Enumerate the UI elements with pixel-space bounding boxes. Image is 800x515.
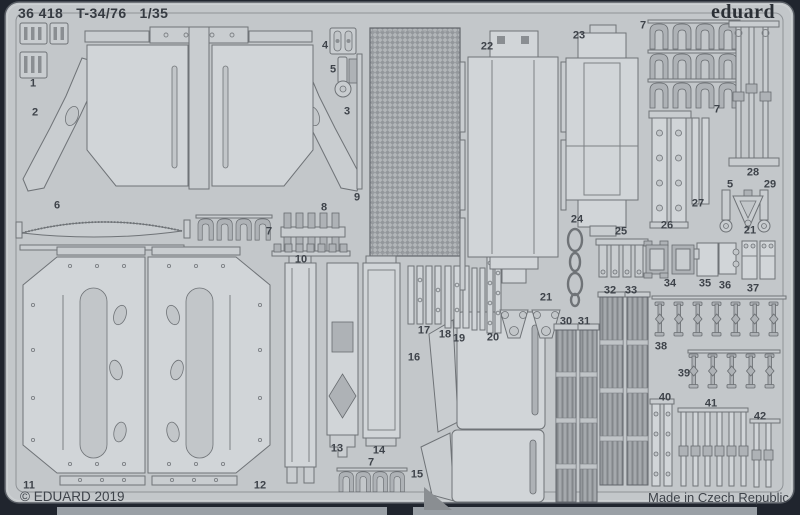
part-1-clamps [19, 22, 69, 79]
bottom-bars [57, 507, 757, 515]
part-24-chain [566, 227, 584, 308]
top-fender-plates [84, 26, 314, 190]
part-label-38: 38 [654, 340, 668, 353]
part-25-comb [595, 238, 649, 278]
eduard-logo: eduard [711, 1, 776, 23]
part-label-29: 29 [763, 178, 777, 191]
part-4-pin-plate [329, 27, 357, 55]
part-label-33: 33 [624, 284, 638, 297]
part-label-3: 3 [343, 105, 351, 118]
part-label-7: 7 [639, 19, 647, 32]
part-label-14: 14 [372, 444, 386, 457]
part-label-4: 4 [321, 39, 329, 52]
part-7-clamp-row-left [195, 214, 273, 241]
part-label-30: 30 [559, 315, 573, 328]
part-label-21: 21 [743, 224, 757, 237]
part-label-8: 8 [320, 201, 328, 214]
copyright-text: © EDUARD 2019 [20, 489, 125, 504]
part-label-40: 40 [658, 391, 672, 404]
part-label-26: 26 [660, 219, 674, 232]
part-label-5: 5 [329, 63, 337, 76]
part-9-mesh [356, 27, 461, 257]
part-label-13: 13 [330, 442, 344, 455]
part-label-22: 22 [480, 40, 494, 53]
parts-5-29-21-hooks [719, 189, 771, 233]
part-label-12: 12 [253, 479, 267, 492]
part-label-24: 24 [570, 213, 584, 226]
part-label-37: 37 [746, 282, 760, 295]
part-label-32: 32 [603, 284, 617, 297]
part-label-10: 10 [294, 253, 308, 266]
part-label-15: 15 [410, 468, 424, 481]
part-label-17: 17 [417, 324, 431, 337]
part-42-row [749, 418, 781, 488]
parts-13-14-strips [284, 255, 401, 484]
part-12-plate [147, 246, 271, 486]
part-label-2: 2 [31, 106, 39, 119]
part-label-20: 20 [486, 331, 500, 344]
part-22-plate [459, 30, 567, 291]
part-41-row [677, 407, 749, 487]
parts-17-20-strips [407, 252, 502, 334]
part-label-25: 25 [614, 225, 628, 238]
part-label-27: 27 [691, 197, 705, 210]
part-label-21: 21 [539, 291, 553, 304]
part-40-strips [649, 398, 675, 487]
part-38-row [651, 295, 787, 337]
part-label-11: 11 [23, 479, 35, 492]
part-label-18: 18 [438, 328, 452, 341]
part-label-1: 1 [29, 77, 37, 90]
part-label-41: 41 [704, 397, 718, 410]
scale-label: 1/35 [139, 5, 169, 21]
part-label-6: 6 [53, 199, 61, 212]
part-label-9: 9 [353, 191, 361, 204]
part-label-35: 35 [698, 277, 712, 290]
part-label-7: 7 [265, 225, 273, 238]
catalog-number: 36 418 [18, 5, 64, 21]
part-21-shackles [499, 309, 561, 339]
part-label-28: 28 [746, 166, 760, 179]
made-in-text: Made in Czech Republic [648, 490, 789, 505]
part-23-plate [565, 24, 639, 237]
part-label-42: 42 [753, 410, 767, 423]
part-label-34: 34 [663, 277, 677, 290]
part-label-23: 23 [572, 29, 586, 42]
part-label-7: 7 [713, 103, 721, 116]
part-11-plate [22, 246, 146, 486]
parts-26-27-strips [648, 110, 710, 229]
part-label-31: 31 [577, 315, 591, 328]
part-label-36: 36 [718, 279, 732, 292]
sheet-title: 36 418 T-34/76 1/35 [18, 5, 168, 21]
part-39-row [687, 349, 781, 389]
part-label-16: 16 [407, 351, 421, 364]
part-28-rods [728, 20, 780, 167]
parts-34-37-boxes [643, 240, 776, 280]
part-label-7: 7 [367, 456, 375, 469]
part-label-19: 19 [452, 332, 466, 345]
parts-30-33-grilles [553, 291, 651, 503]
part-15-tank-panel [420, 429, 545, 510]
subject-name: T-34/76 [76, 5, 127, 21]
part-label-5: 5 [726, 178, 734, 191]
part-7-clamp-row-bottom [336, 467, 408, 493]
part-label-39: 39 [677, 367, 691, 380]
part-2-fender-bracket [22, 57, 103, 192]
